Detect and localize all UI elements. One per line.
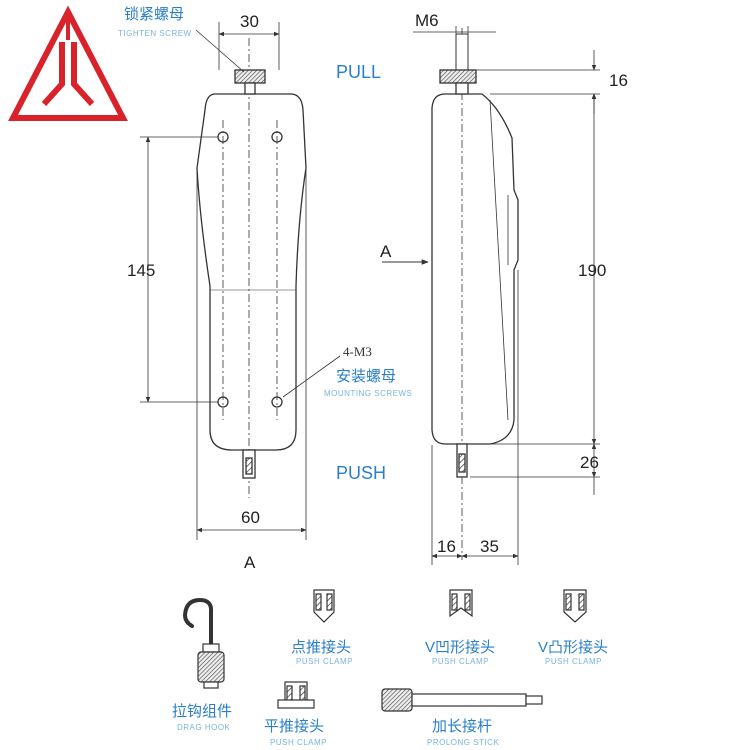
mount-hole-4: [271, 396, 283, 408]
dim-side-w1: 16: [437, 537, 456, 556]
dim-side-w2: 35: [480, 537, 499, 556]
brand-logo: [8, 5, 128, 121]
push-label: PUSH: [336, 463, 386, 483]
accessory-2-cn: 点推接头: [291, 639, 351, 656]
dim-side-bottom: 26: [580, 453, 599, 472]
accessory-3-en: PUSH CLAMP: [432, 657, 489, 666]
mount-label-en: MOUNTING SCREWS: [324, 389, 412, 398]
flat-clamp-icon: [277, 681, 315, 709]
dim-front-top: 30: [240, 12, 259, 31]
point-clamp-icon: [313, 589, 335, 623]
accessory-5-en: PUSH CLAMP: [270, 738, 327, 747]
accessory-4-cn: V凸形接头: [538, 639, 608, 656]
pull-label: PULL: [336, 62, 381, 82]
dim-thread: M6: [415, 11, 439, 30]
dim-front-width: 60: [241, 508, 260, 527]
side-tighten-nut: [439, 69, 477, 84]
view-arrow-label: A: [380, 242, 392, 261]
v-concave-clamp-icon: [449, 589, 473, 618]
tighten-label-en: TIGHTEN SCREW: [118, 29, 192, 38]
mount-hole-2: [271, 131, 283, 143]
v-convex-clamp-icon: [563, 589, 587, 623]
accessory-6-en: PROLONG STICK: [427, 738, 499, 747]
mount-label-cn: 安装螺母: [336, 368, 396, 385]
mount-code: 4-M3: [343, 344, 372, 359]
front-body-outline: [196, 93, 307, 451]
side-view: [382, 26, 600, 565]
side-body-outline: [431, 93, 519, 445]
front-view-label: A: [244, 553, 256, 572]
accessory-1-en: DRAG HOOK: [177, 723, 231, 732]
dim-front-height: 145: [127, 261, 155, 280]
accessory-4-en: PUSH CLAMP: [545, 657, 602, 666]
hook-icon: [182, 597, 225, 689]
accessory-5-cn: 平推接头: [264, 718, 324, 735]
accessory-3-cn: V凹形接头: [425, 639, 495, 656]
dim-side-top: 16: [609, 71, 628, 90]
accessory-2-en: PUSH CLAMP: [296, 657, 353, 666]
tighten-label-cn: 锁紧螺母: [124, 6, 184, 23]
accessory-1-cn: 拉钩组件: [172, 703, 232, 720]
dim-side-height: 190: [578, 261, 606, 280]
tighten-nut: [234, 69, 266, 84]
front-view: [140, 22, 341, 540]
accessory-6-cn: 加长接杆: [432, 718, 492, 735]
prolong-stick-icon: [381, 688, 543, 712]
